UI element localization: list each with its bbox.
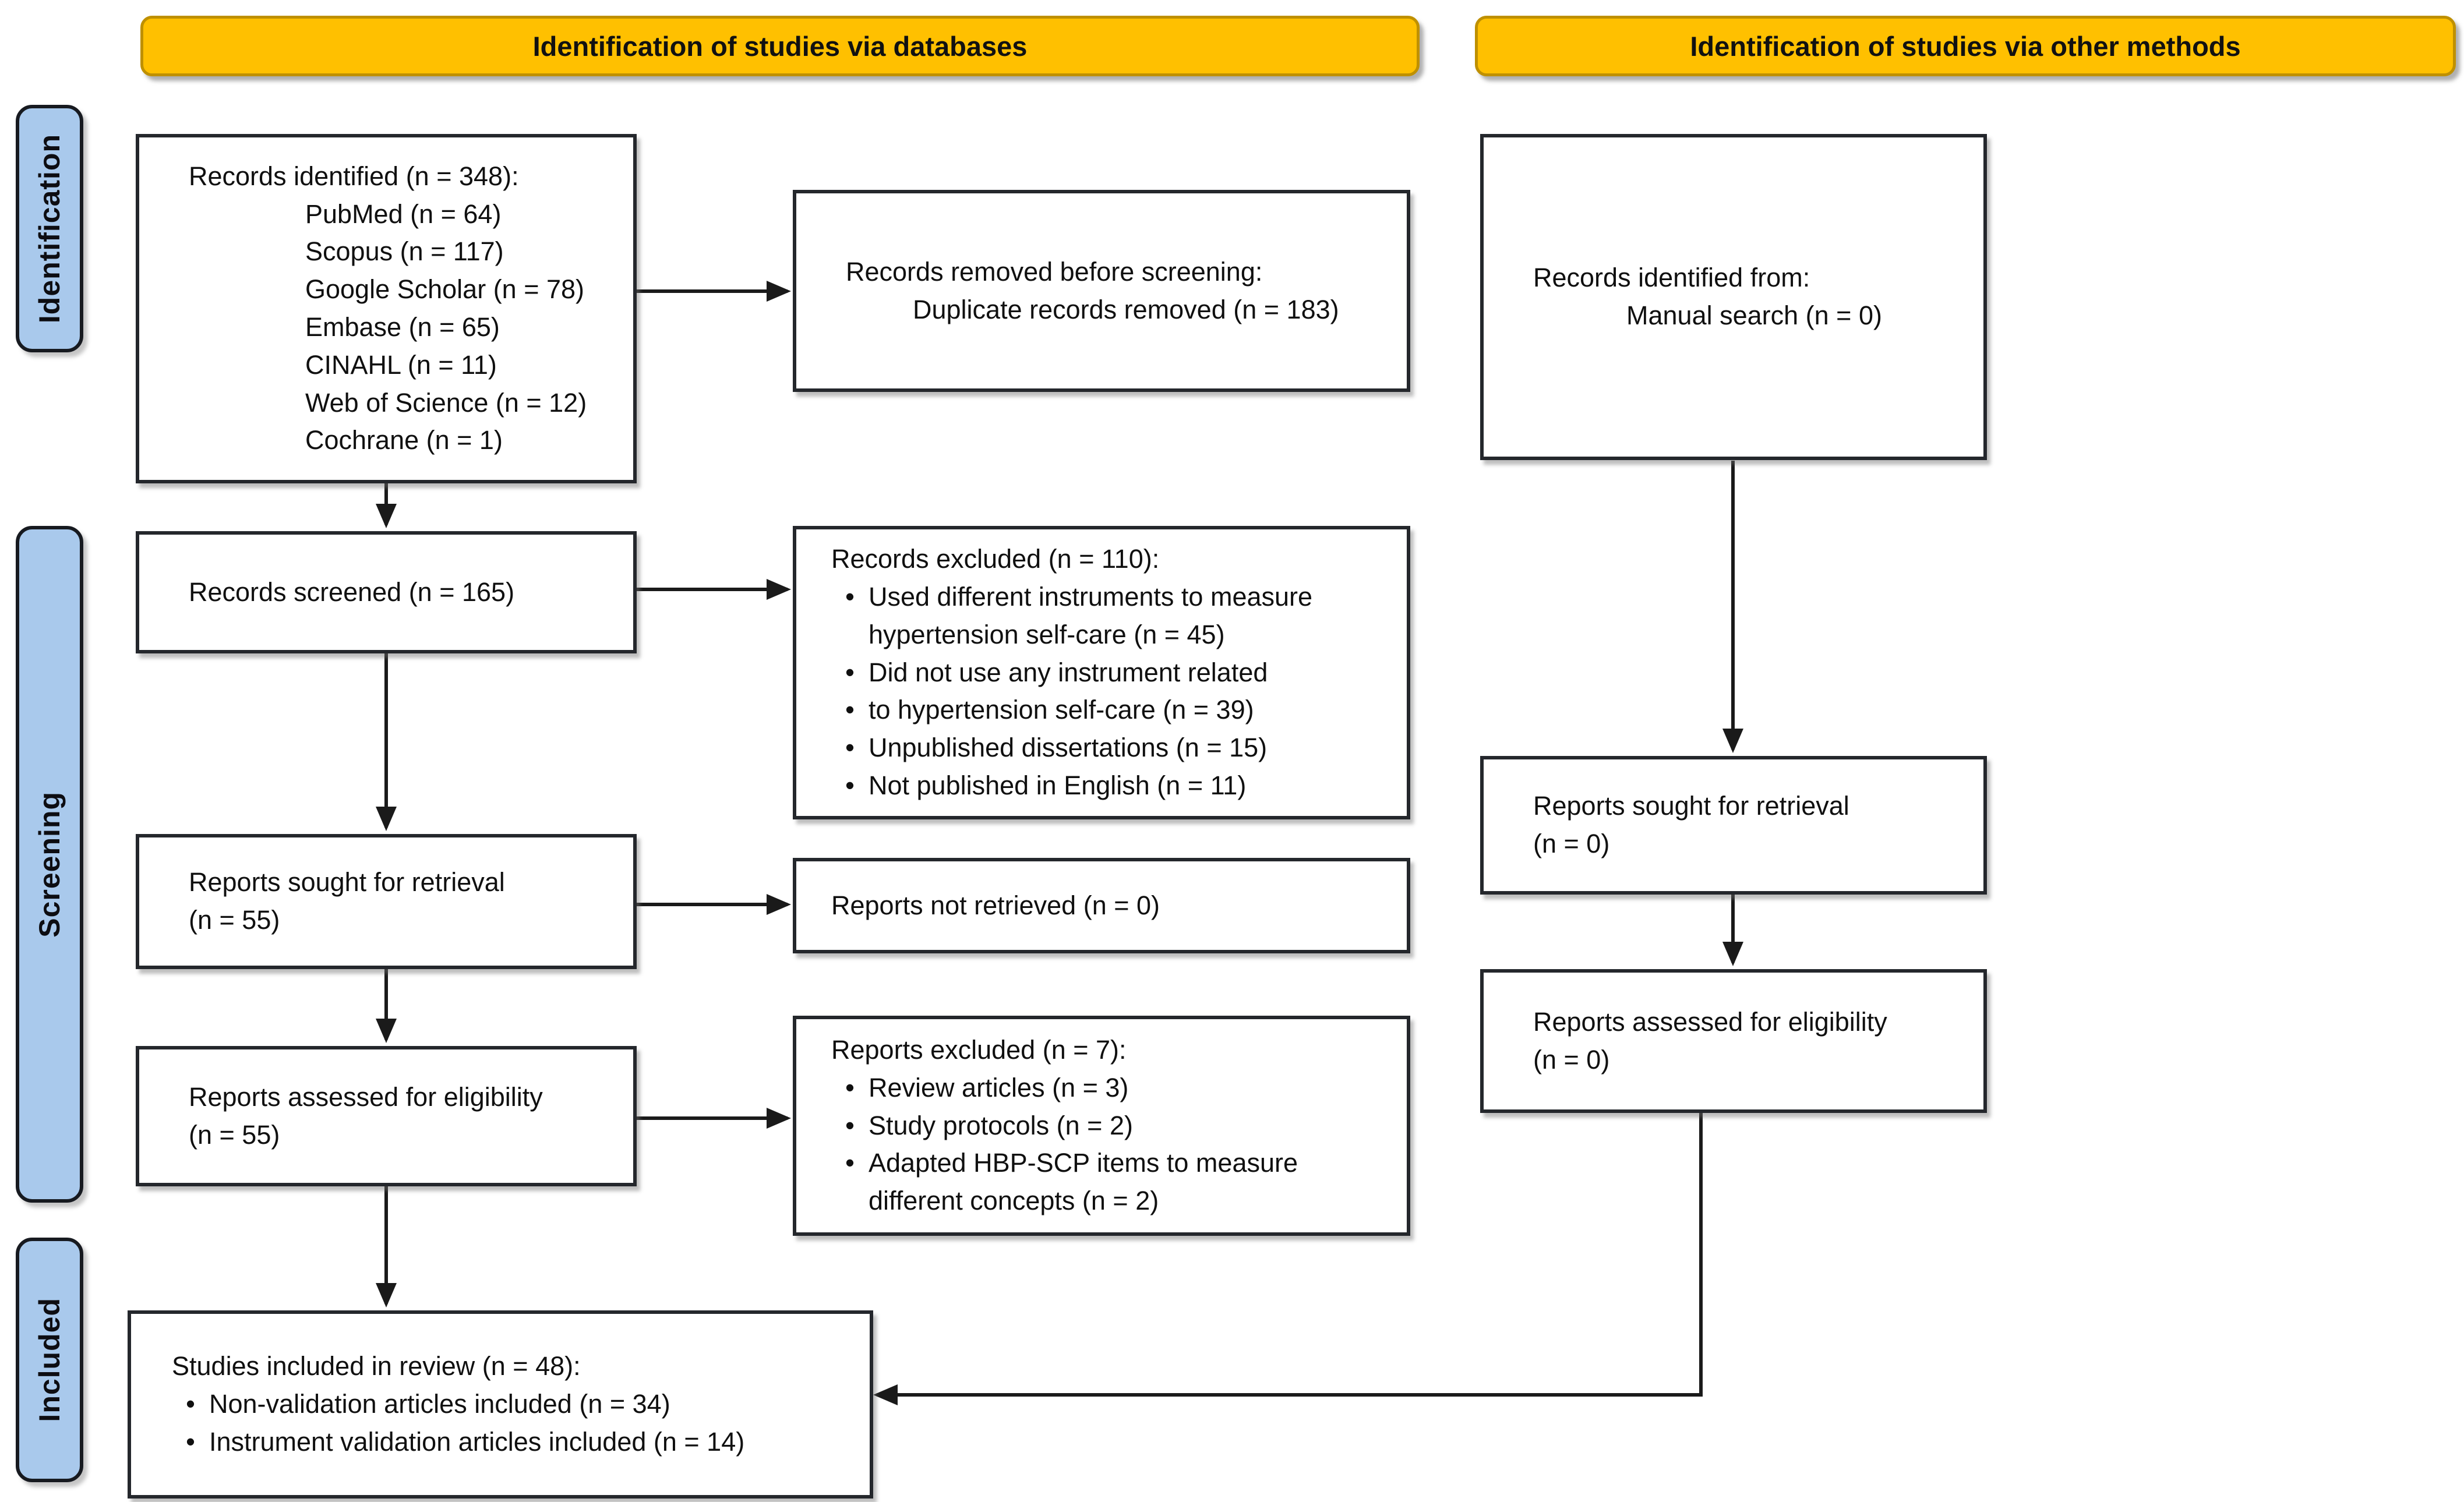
banner-other-methods: Identification of studies via other meth… <box>1475 16 2456 76</box>
box-title: Records screened (n = 165) <box>189 577 515 607</box>
box-title: Reports not retrieved (n = 0) <box>831 890 1160 920</box>
banner-databases-label: Identification of studies via databases <box>532 30 1028 62</box>
list-item: Study protocols (n = 2) <box>831 1107 1390 1145</box>
box-title: Reports sought for retrieval <box>1533 791 1849 821</box>
source-line: Google Scholar (n = 78) <box>305 274 585 305</box>
stage-label-included: Included <box>33 1298 66 1422</box>
box-records-identified-other: Records identified from: Manual search (… <box>1480 134 1987 460</box>
included-list: Non-validation articles included (n = 34… <box>172 1386 853 1461</box>
box-count: (n = 0) <box>1533 829 1610 858</box>
box-records-identified: Records identified (n = 348): PubMed (n … <box>136 134 637 483</box>
list-item: Not published in English (n = 11) <box>831 767 1390 805</box>
source-line: Scopus (n = 117) <box>305 236 504 267</box>
stage-tab-identification: Identification <box>16 105 83 352</box>
box-title: Reports sought for retrieval <box>189 867 505 897</box>
banner-databases: Identification of studies via databases <box>140 16 1420 76</box>
list-item: Adapted HBP-SCP items to measure differe… <box>831 1144 1390 1220</box>
box-title: Records excluded (n = 110): <box>831 544 1160 574</box>
box-reports-not-retrieved: Reports not retrieved (n = 0) <box>793 858 1410 953</box>
list-item: Unpublished dissertations (n = 15) <box>831 729 1390 767</box>
box-records-screened: Records screened (n = 165) <box>136 531 637 653</box>
stage-tab-screening: Screening <box>16 526 83 1203</box>
box-title: Records removed before screening: <box>846 256 1263 287</box>
box-title: Reports excluded (n = 7): <box>831 1035 1127 1065</box>
list-item: Instrument validation articles included … <box>172 1423 853 1461</box>
box-reports-sought: Reports sought for retrieval (n = 55) <box>136 834 637 969</box>
box-title: Reports assessed for eligibility <box>189 1082 543 1112</box>
list-item: Did not use any instrument related <box>831 654 1390 692</box>
list-item: to hypertension self-care (n = 39) <box>831 691 1390 729</box>
exclusion-list: Review articles (n = 3) Study protocols … <box>831 1069 1390 1220</box>
box-count: (n = 55) <box>189 1119 280 1150</box>
list-item: Used different instruments to measure hy… <box>831 578 1390 654</box>
box-title: Records identified from: <box>1533 263 1810 293</box>
box-title: Records identified (n = 348): <box>189 161 519 191</box>
box-reports-sought-other: Reports sought for retrieval (n = 0) <box>1480 756 1987 895</box>
box-title: Reports assessed for eligibility <box>1533 1006 1887 1037</box>
list-item: Non-validation articles included (n = 34… <box>172 1386 853 1423</box>
box-studies-included: Studies included in review (n = 48): Non… <box>128 1310 873 1499</box>
box-count: (n = 0) <box>1533 1044 1610 1075</box>
box-title: Studies included in review (n = 48): <box>172 1351 581 1381</box>
source-line: Embase (n = 65) <box>305 312 500 342</box>
list-item: Review articles (n = 3) <box>831 1069 1390 1107</box>
box-records-excluded: Records excluded (n = 110): Used differe… <box>793 526 1410 819</box>
box-records-removed: Records removed before screening: Duplic… <box>793 190 1410 392</box>
source-line: PubMed (n = 64) <box>305 199 502 229</box>
box-count: (n = 55) <box>189 905 280 935</box>
banner-other-methods-label: Identification of studies via other meth… <box>1690 30 2241 62</box>
source-line: Cochrane (n = 1) <box>305 425 503 455</box>
box-reports-excluded: Reports excluded (n = 7): Review article… <box>793 1016 1410 1236</box>
source-line: CINAHL (n = 11) <box>305 349 497 380</box>
stage-label-identification: Identification <box>33 133 66 324</box>
box-reports-assessed: Reports assessed for eligibility (n = 55… <box>136 1046 637 1186</box>
stage-tab-included: Included <box>16 1238 83 1482</box>
detail-line: Duplicate records removed (n = 183) <box>913 294 1339 324</box>
exclusion-list: Used different instruments to measure hy… <box>831 578 1390 805</box>
detail-line: Manual search (n = 0) <box>1626 301 1882 330</box>
source-line: Web of Science (n = 12) <box>305 387 587 418</box>
stage-label-screening: Screening <box>33 791 66 938</box>
box-reports-assessed-other: Reports assessed for eligibility (n = 0) <box>1480 969 1987 1113</box>
